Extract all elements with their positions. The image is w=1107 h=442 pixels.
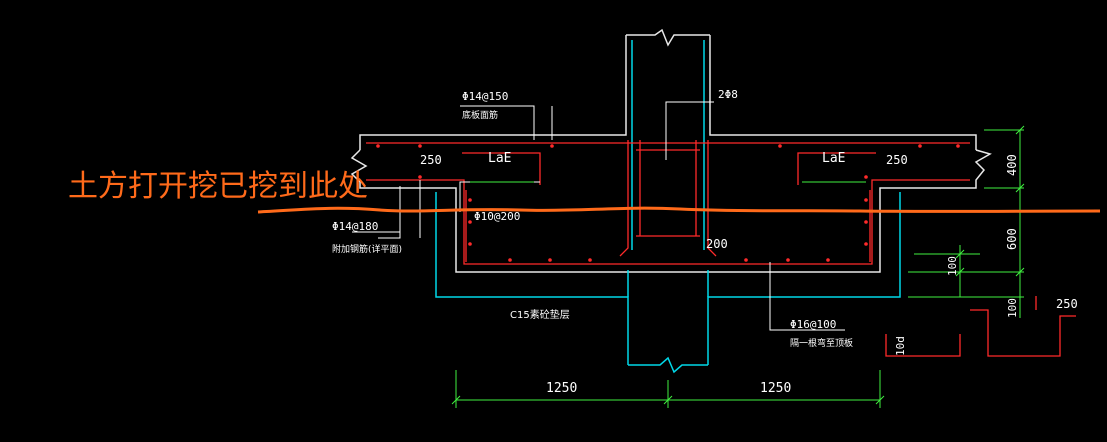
rebar-top-note: 底板面筋 [462,109,498,121]
dim-250-left: 250 [420,153,442,167]
leader-lines [352,101,845,331]
rebar-bottom-label: Φ16@100 [790,318,836,331]
hook-details [885,296,1076,357]
laE-left-label: LaE [488,151,511,166]
rebar-side-note: 附加钢筋(详平面) [332,243,402,255]
rebar-side-label: Φ14@180 [332,220,378,233]
rebar-top-label: Φ14@150 [462,90,508,103]
dim-1250-right: 1250 [760,381,791,396]
rebar-lines [366,140,970,265]
slab-outline [350,149,992,273]
dimension-lines [451,125,1025,408]
rebar-dots [376,144,960,262]
dim-250-right: 250 [886,153,908,167]
laE-right-label: LaE [822,151,845,166]
excavation-line [257,206,1101,214]
column-upper [359,28,977,150]
dim-10d-label: 10d [894,336,907,356]
rebar-2phi8-label: 2Φ8 [718,88,738,101]
rebar-bottom-note: 隔一根弯至顶板 [790,337,853,349]
dim-600-label: 600 [1005,228,1019,250]
dim-100a-label: 100 [946,256,959,276]
dim-250-hook-label: 250 [1056,297,1078,311]
dim-200-label: 200 [706,237,728,251]
dim-100b-label: 100 [1006,298,1019,318]
annotation-text: 土方打开挖已挖到此处 [68,169,368,204]
cushion-outline [435,40,901,374]
rebar-mid-label: Φ10@200 [474,210,520,223]
dim-400-label: 400 [1005,154,1019,176]
dim-1250-left: 1250 [546,381,577,396]
concrete-label: C15素砼垫层 [510,308,570,321]
